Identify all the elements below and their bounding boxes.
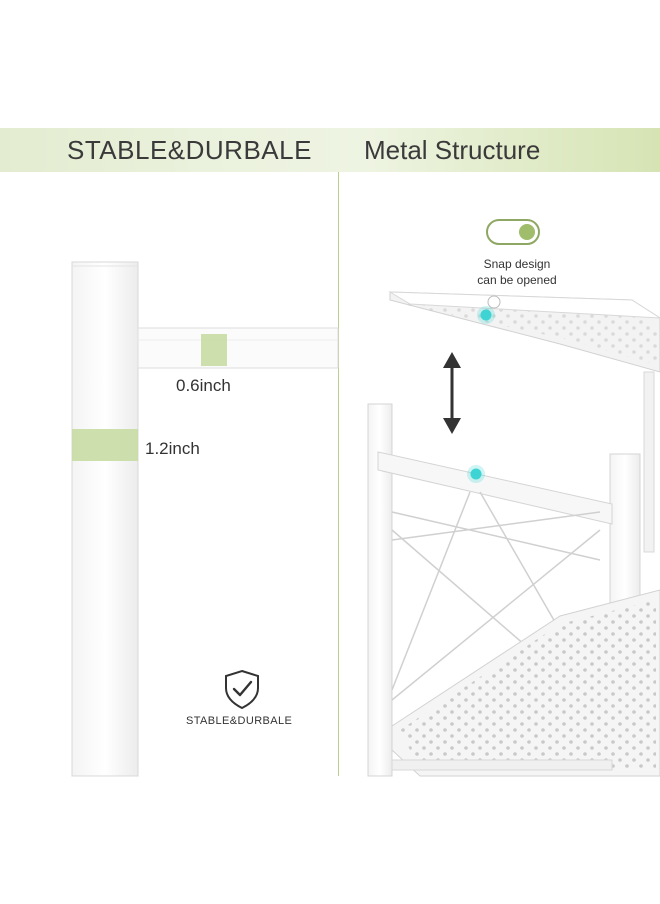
bar-width-highlight [201,334,227,366]
post-width-highlight [72,429,138,461]
shelf-top-panel [388,291,660,373]
front-cross-bar [377,451,613,525]
snap-line-2: can be opened [477,273,557,287]
rear-pole [643,371,655,553]
post-width-label: 1.2inch [145,439,200,458]
x-wire-brace [391,491,601,711]
banner-title-right: Metal Structure [364,135,541,165]
up-down-arrow-icon [443,352,461,434]
snap-line-1: Snap design [483,257,551,271]
snap-description: Snap design can be opened [462,256,572,288]
snap-point-dot [477,306,495,324]
shield-check-icon [225,669,259,710]
joint-point-dot [467,465,485,483]
panel-divider [338,172,339,776]
header-banner [0,128,660,172]
toggle-icon [486,219,540,245]
bar-width-label: 0.6inch [176,376,231,395]
lower-rail [391,759,613,771]
badge-label: STABLE&DURBALE [186,715,293,727]
horizontal-bar [137,327,339,369]
toggle-knob [519,224,535,240]
banner-title-left: STABLE&DURBALE [67,135,312,165]
snap-latch [487,295,501,309]
vertical-post [71,261,139,777]
lower-shelf [391,589,660,777]
